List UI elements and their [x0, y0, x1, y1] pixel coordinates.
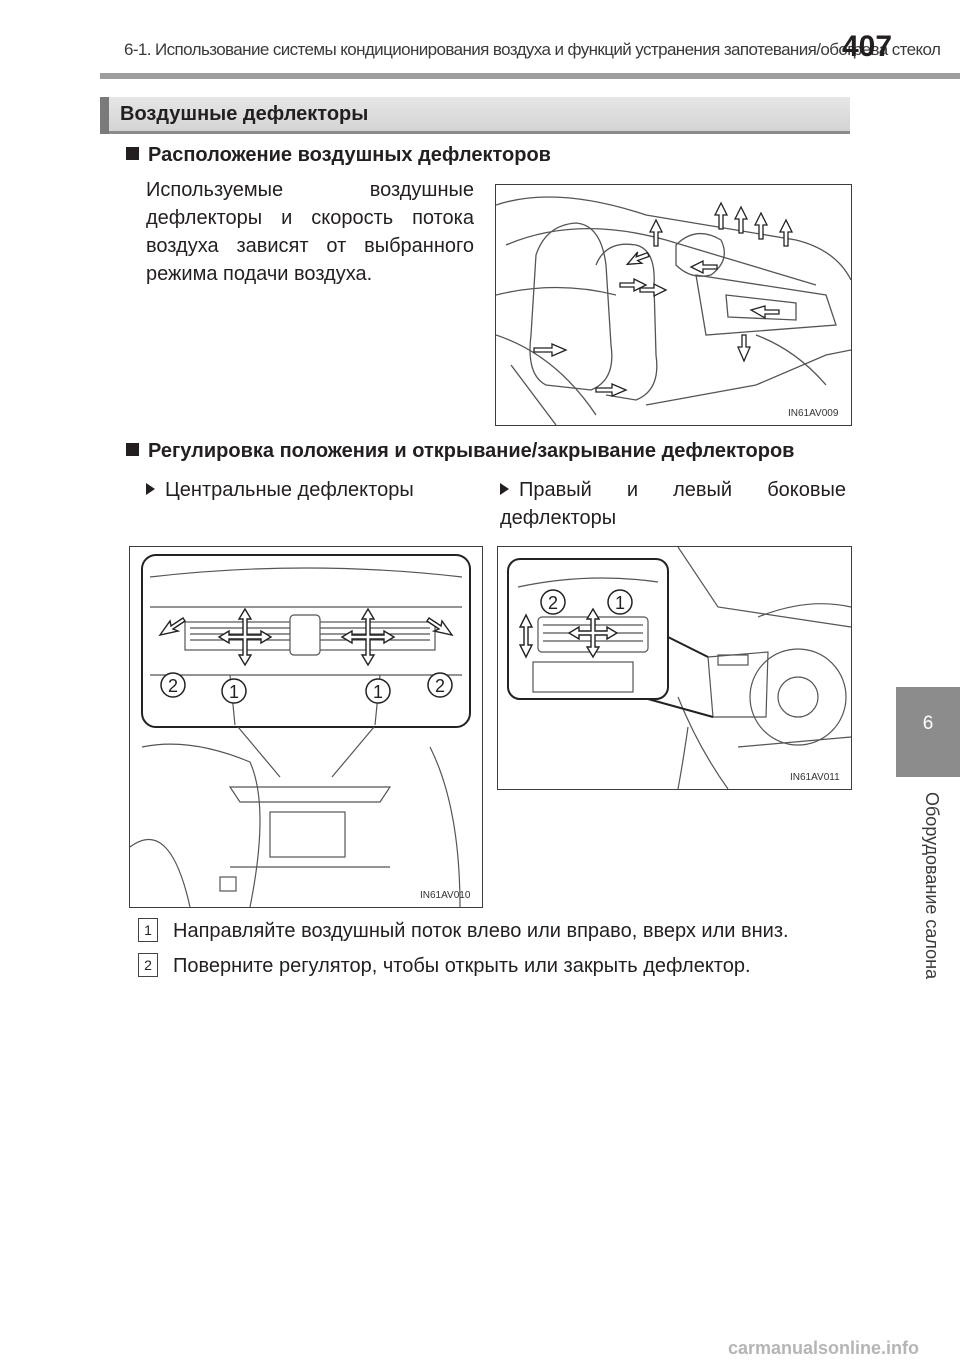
subheading-location: Расположение воздушных дефлекторов — [126, 144, 551, 167]
center-vents-illustration: 2 1 1 2 — [130, 554, 471, 907]
section-title-bar: Воздушные дефлекторы — [100, 97, 850, 134]
location-paragraph: Используемые воздушные дефлекторы и скор… — [146, 179, 474, 285]
legend-text-2: Поверните регулятор, чтобы открыть или з… — [173, 955, 751, 977]
figure-side-vents: 2 1 IN61AV011 — [497, 546, 852, 790]
figure-code-center: IN61AV010 — [420, 890, 471, 901]
chapter-header: 6-1. Использование системы кондициониров… — [124, 40, 941, 59]
center-vents-label-text: Центральные дефлекторы — [165, 479, 414, 501]
chapter-side-label: Оборудование салона — [922, 792, 942, 980]
subheading-adjust: Регулировка положения и открывание/закры… — [126, 440, 794, 463]
subheading-adjust-text: Регулировка положения и открывание/закры… — [148, 440, 795, 462]
callout-2-side: 2 — [548, 593, 558, 613]
subheading-location-text: Расположение воздушных дефлекторов — [148, 144, 551, 166]
chapter-side-tab: 6 — [896, 687, 960, 777]
legend-item-1: 1 Направляйте воздушный поток влево или в… — [138, 918, 789, 944]
chapter-tab-number: 6 — [922, 713, 934, 734]
side-vents-label-text: Правый и левый боковые дефлекторы — [500, 479, 846, 529]
legend-number-2: 2 — [138, 953, 158, 977]
center-vents-label: Центральные дефлекторы — [146, 476, 486, 504]
watermark: carmanualsonline.info — [728, 1338, 920, 1358]
section-title: Воздушные дефлекторы — [120, 103, 369, 125]
triangle-bullet-icon — [146, 483, 155, 495]
callout-2-right: 2 — [435, 676, 445, 696]
callout-1-side: 1 — [615, 593, 625, 613]
callout-1-left: 1 — [229, 682, 239, 702]
figure-code-side: IN61AV011 — [790, 772, 840, 783]
side-vents-illustration: 2 1 — [507, 547, 851, 789]
page-number: 407 — [842, 30, 893, 63]
interior-illustration — [496, 196, 851, 425]
legend-item-2: 2 Поверните регулятор, чтобы открыть или … — [138, 953, 751, 979]
square-bullet-icon — [126, 443, 139, 456]
legend-text-1: Направляйте воздушный поток влево или вп… — [173, 920, 789, 942]
figure-code-interior: IN61AV009 — [788, 408, 839, 419]
figure-center-vents: 2 1 1 2 IN61AV010 — [129, 546, 483, 908]
header-divider — [100, 73, 960, 79]
callout-2-left: 2 — [168, 676, 178, 696]
legend-number-1: 1 — [138, 918, 158, 942]
side-vents-label: Правый и левый боковые дефлекторы — [500, 476, 846, 532]
square-bullet-icon — [126, 147, 139, 160]
callout-1-right: 1 — [373, 682, 383, 702]
triangle-bullet-icon — [500, 483, 509, 495]
section-bar-accent — [100, 97, 109, 134]
figure-interior-vents: IN61AV009 — [495, 184, 852, 426]
